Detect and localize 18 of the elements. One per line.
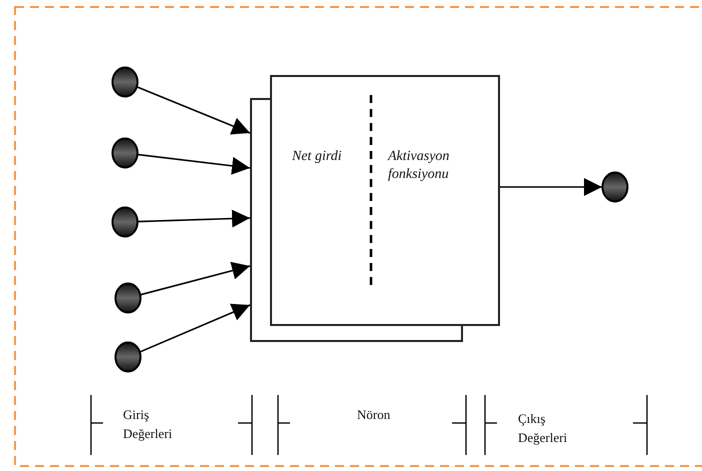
node-circle — [111, 137, 139, 169]
arrow — [500, 178, 602, 196]
arrow — [140, 262, 250, 296]
section-label: Giriş Değerleri — [123, 406, 174, 443]
arrow — [138, 210, 250, 228]
node-circle — [601, 171, 629, 203]
node-circle — [111, 206, 139, 238]
node-circle — [111, 66, 139, 98]
section-label: Nöron — [357, 406, 392, 424]
node-circle — [114, 282, 142, 314]
node-text: Aktivasyon fonksiyonu — [388, 148, 450, 184]
section-label: Çıkış Değerleri — [518, 410, 568, 447]
arrow — [138, 154, 250, 175]
arrow — [140, 304, 250, 353]
node-circle — [114, 341, 142, 373]
stacked-neuron-box — [250, 75, 500, 342]
node-text: Net girdi — [292, 148, 342, 166]
arrow — [136, 86, 250, 135]
